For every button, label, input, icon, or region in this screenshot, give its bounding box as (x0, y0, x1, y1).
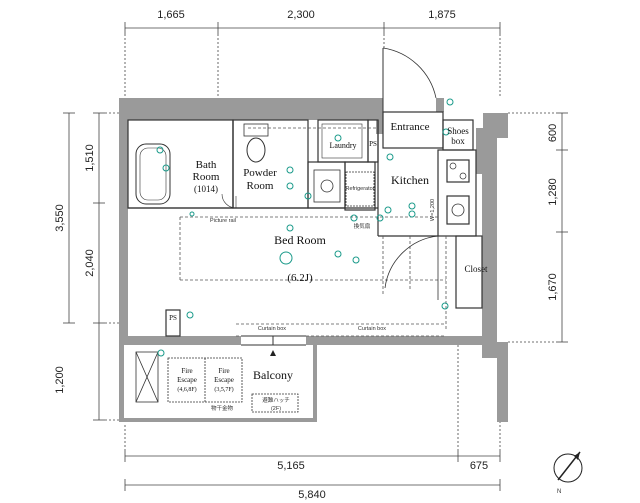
stove-burner-icon (459, 172, 467, 180)
dim-bottom-2: 675 (470, 460, 488, 472)
washbasin-bowl (320, 179, 334, 193)
dim-bottom-1: 5,165 (277, 460, 305, 472)
compass-icon (553, 451, 583, 483)
top-dimension-line (124, 22, 501, 98)
powder-room-label-1: Powder (243, 167, 277, 179)
balcony-hatch-floor: (2F) (271, 406, 281, 412)
compass-north-label: N (557, 489, 561, 495)
bath-room-label-2: Room (193, 171, 220, 183)
fire-escape-1-line2: Escape (177, 376, 197, 384)
dim-left-2: 2,040 (84, 249, 96, 277)
kitchen-fan-label: 換気扇 (354, 222, 371, 230)
dashed-lines (179, 127, 447, 337)
bedroom-label: Bed Room (274, 233, 326, 247)
toilet-tank (243, 123, 269, 137)
refrigerator-space (345, 171, 375, 207)
balcony-label: Balcony (253, 368, 293, 382)
curtain-box-right: Curtain box (358, 326, 386, 332)
dim-right-2: 1,280 (547, 178, 559, 206)
fire-escape-1-line3: (4,6,8F) (177, 386, 196, 393)
balcony-window (241, 335, 306, 346)
dim-bottom-total: 5,840 (298, 489, 326, 501)
dim-left-1: 1,510 (84, 144, 96, 172)
stove-burner-icon (449, 162, 457, 170)
dim-left-3: 1,200 (54, 366, 66, 394)
outlets (156, 98, 454, 357)
bath-door (221, 193, 237, 209)
dim-top-2: 2,300 (287, 9, 315, 21)
shoes-box-label-1: Shoes (447, 126, 469, 136)
ps-left-label: PS (169, 314, 177, 322)
interior-door-swing (384, 235, 439, 300)
dim-top-3: 1,875 (428, 9, 456, 21)
entrance-door-swing (382, 47, 437, 99)
laundry-label: Laundry (329, 141, 356, 150)
interior-walls (127, 111, 483, 337)
dim-top-1: 1,665 (157, 9, 185, 21)
balcony-hanger-label: 物干金物 (211, 404, 234, 412)
dim-left-total: 3,550 (54, 204, 66, 232)
kitchen-width-label: W=1,200 (430, 199, 436, 221)
balcony-hatch-label: 避難ハッチ (262, 396, 290, 404)
powder-room-label-2: Room (247, 180, 274, 192)
fire-escape-1-line1: Fire (181, 367, 192, 375)
dim-right-1: 600 (547, 124, 559, 142)
left-dimension-lines (63, 112, 125, 421)
right-dimension-line (508, 112, 568, 343)
toilet-icon (246, 137, 266, 163)
refrigerator-label: Refrigerator (345, 186, 374, 192)
picture-rail-label: Picture rail (210, 218, 236, 224)
closet-label: Closet (464, 264, 488, 274)
balcony-fixtures (135, 351, 299, 413)
fire-escape-2-line3: (3,5,7F) (214, 386, 233, 393)
bath-room-label-1: Bath (196, 159, 217, 171)
walls (119, 98, 508, 422)
kitchen-label: Kitchen (391, 173, 429, 187)
entry-arrow-icon (270, 350, 276, 356)
curtain-box-left: Curtain box (258, 326, 286, 332)
fire-escape-2-line1: Fire (218, 367, 229, 375)
shoes-box-label-2: box (451, 136, 465, 146)
bath-room-size: (1014) (194, 184, 218, 194)
ps-top-label: PS (369, 140, 377, 148)
bathtub (135, 143, 171, 205)
kitchen-sink-icon (451, 203, 465, 217)
bedroom-size: (6.2J) (287, 272, 313, 284)
entrance-label: Entrance (390, 121, 429, 133)
bathtub-inner (139, 147, 167, 201)
washbasin-icon (313, 169, 341, 203)
fire-escape-2-line2: Escape (214, 376, 234, 384)
laundry-pan (321, 123, 363, 159)
dim-right-3: 1,670 (547, 273, 559, 301)
